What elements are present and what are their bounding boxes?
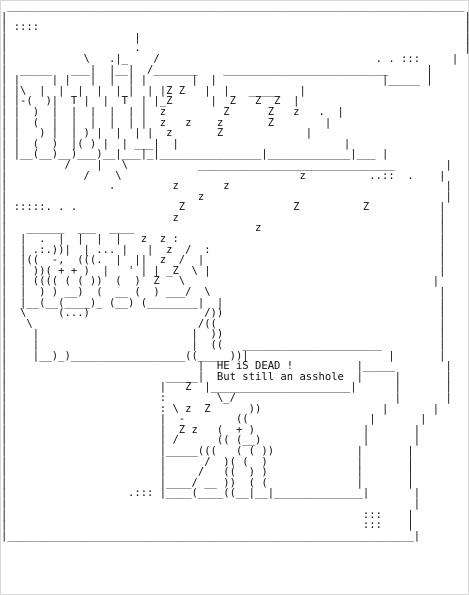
ascii-art-line: | \ /(( |: [1, 317, 446, 330]
ascii-art-line: | | / (( (__) | |: [1, 434, 421, 447]
ascii-art-line: | | | )) |: [1, 328, 446, 341]
ascii-art-line: | | | | | | | | | | |_____ |: [1, 74, 433, 87]
ascii-art-line: | | ( ) |( ) | | ___| | |: [1, 137, 351, 150]
ascii-art-block: ________________________________________…: [1, 1, 469, 541]
ascii-art-line: | _____ ___| |__| /_______ _____________…: [1, 63, 433, 76]
ascii-art-line: | \ .|_ / . . ::: |: [1, 52, 459, 65]
ascii-art-line: | | . | | | | z z : |: [1, 233, 446, 246]
ascii-art-line: | / \ z ..:: . |: [1, 169, 446, 182]
ascii-art-line: | | - (( | |: [1, 413, 427, 426]
ascii-art-line: | | HE iS DEAD ! |_____ |: [1, 360, 452, 373]
ascii-art-line: | . |: [1, 42, 469, 55]
ascii-art-line: | | / )( ( ) | |: [1, 455, 414, 468]
ascii-art-line: | : \ z Z )) | |: [1, 402, 440, 415]
ascii-art-line: | | (((( ( ( )) ( ) Z \ |: [1, 275, 440, 288]
ascii-art-line: | : \_/ | |: [1, 391, 452, 404]
ascii-art-line: | :::::. . . Z Z Z |: [1, 201, 446, 214]
ascii-art-line: | z |: [1, 190, 452, 203]
ascii-art-line: | | / (( ) ) | |: [1, 466, 414, 479]
ascii-art-line: | |-( )| T | | T | |_Z | Z Z Z |: [1, 95, 300, 108]
ascii-art-line: | | Z z ( + ) | |: [1, 423, 421, 436]
ascii-art-line: | | ) ) __) ( __ ( ) ___/ \ |: [1, 286, 446, 299]
ascii-art-line: | |____/ __ )) ( ( | |: [1, 476, 414, 489]
ascii-art-line: | |_____((( ( ( )) | |: [1, 444, 414, 457]
ascii-art-line: ________________________________________…: [1, 0, 465, 12]
ascii-art-line: | |__(__(____)_ (__) (________| | |: [1, 296, 446, 309]
ascii-art-line: | | ) | | ) | | | | z Z |: [1, 127, 313, 140]
ascii-art-line: | / | \ _______________________________ …: [1, 158, 452, 171]
ascii-art-line: | |(( -, (((. | || z / | |: [1, 254, 446, 267]
ascii-art-line: | \ (...) /)) |: [1, 307, 446, 320]
ascii-art-line: | | ))( + + ) | ' | | _Z \ | |: [1, 264, 446, 277]
ascii-art-line: | ::: |: [1, 508, 414, 521]
ascii-art-line: | | |: [1, 31, 469, 44]
ascii-art-line: | ::: |: [1, 519, 414, 532]
ascii-art-line: | |: [1, 497, 421, 510]
ascii-art-line: | z |: [1, 211, 446, 224]
ascii-art-line: | | | (( ______________________ |: [1, 339, 446, 351]
ascii-art-line: | ______ ___ ____ z |: [1, 222, 446, 235]
ascii-art-line: | | ) | | | | | | z Z Z z . |: [1, 105, 344, 118]
ascii-art-line: | | Z |______________________| | |: [1, 381, 452, 394]
ascii-art-line: | .::: |____(____((__|__|______________|…: [1, 487, 421, 500]
ascii-art-line: | _____| But still an asshole | | |: [1, 370, 452, 383]
ascii-art-line: | |__)_)__________________((_____))| | |: [1, 349, 446, 362]
ascii-art-line: | | .:.))| | ... | | z / : |: [1, 243, 446, 256]
ascii-art-line: | |__(__)__)___)__|___|_|_______________…: [1, 148, 389, 161]
ascii-art-line: | :::: |: [1, 21, 469, 34]
ascii-art-line: | |\ | | | | |_| | |Z Z | | _____ |: [1, 84, 306, 97]
ascii-art-line: | |: [1, 10, 469, 23]
ascii-art-line: | | ( | | | | | | z z z Z |: [1, 116, 332, 129]
ascii-art-line: |_______________________________________…: [1, 529, 421, 542]
ascii-art-line: | . z z |: [1, 180, 452, 193]
